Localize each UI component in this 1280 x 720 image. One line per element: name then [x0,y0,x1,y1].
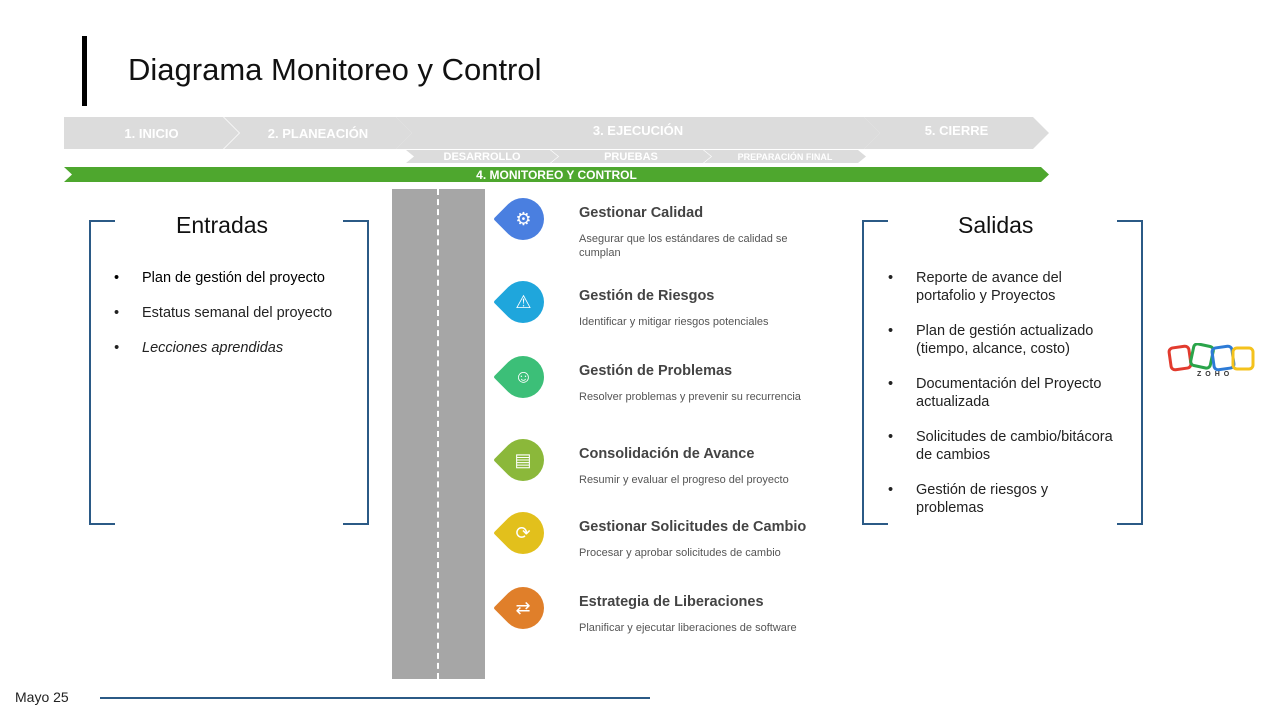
step-title: Gestión de Problemas [579,363,733,379]
phase-inicio: 1. INICIO [64,117,239,149]
salida-item: Solicitudes de cambio/bitácora de cambio… [888,428,1118,464]
phase-cierre: 5. CIERRE [864,117,1049,149]
step-title: Gestionar Solicitudes de Cambio [579,519,807,535]
release-icon: ⇄ [493,578,553,638]
salidas-heading: Salidas [958,212,1034,238]
entradas-heading: Entradas [176,212,269,238]
step-description: Procesar y aprobar solicitudes de cambio [579,547,781,559]
entrada-item: Plan de gestión del proyecto [114,269,354,287]
change-request-icon: ⟳ [493,503,553,563]
process-step: ⚙ Gestionar Calidad Asegurar que los est… [493,189,828,268]
salida-item: Documentación del Proyecto actualizada [888,375,1118,411]
zoho-logo: ZOHO [1167,342,1257,383]
bracket-left [862,220,888,525]
step-title: Consolidación de Avance [579,446,755,462]
process-step: ⇄ Estrategia de Liberaciones Planificar … [493,578,828,657]
step-description: Planificar y ejecutar liberaciones de so… [579,622,797,634]
title-bar [82,36,87,106]
phase-monitoreo: 4. MONITOREO Y CONTROL [64,167,1049,182]
gear-check-icon: ⚙ [493,189,553,249]
logo-text: ZOHO [1197,371,1234,378]
bracket-right [1117,220,1143,525]
report-icon: ▤ [493,430,553,490]
step-description: Asegurar que los estándares de calidad s… [579,233,788,259]
entradas-list: Plan de gestión del proyecto Estatus sem… [114,269,354,357]
step-title: Estrategia de Liberaciones [579,594,764,610]
person-icon: ☺ [493,347,553,407]
phase-ejecucion: 3. EJECUCIÓN [396,117,880,149]
process-step: ☺ Gestión de Problemas Resolver problema… [493,347,828,426]
salida-item: Reporte de avance del portafolio y Proye… [888,269,1118,305]
step-title: Gestión de Riesgos [579,288,715,304]
salidas-list: Reporte de avance del portafolio y Proye… [888,269,1118,517]
salida-item: Plan de gestión actualizado (tiempo, alc… [888,322,1118,358]
step-description: Resolver problemas y prevenir su recurre… [579,391,801,403]
subphase-pruebas: PRUEBAS [551,150,711,163]
process-step: ⟳ Gestionar Solicitudes de Cambio Proces… [493,503,828,582]
bracket-right [343,220,369,525]
step-description: Resumir y evaluar el progreso del proyec… [579,474,789,486]
subphase-desarrollo: DESARROLLO [406,150,558,163]
warning-icon: ⚠ [493,272,553,332]
step-description: Identificar y mitigar riesgos potenciale… [579,316,769,328]
process-step: ▤ Consolidación de Avance Resumir y eval… [493,430,828,509]
entrada-item: Lecciones aprendidas [114,339,354,357]
footer-line [100,697,650,699]
road-divider [437,189,439,679]
entrada-item: Estatus semanal del proyecto [114,304,354,322]
bracket-left [89,220,115,525]
process-step: ⚠ Gestión de Riesgos Identificar y mitig… [493,272,828,351]
page-title: Diagrama Monitoreo y Control [128,52,542,87]
footer-date: Mayo 25 [15,689,69,705]
phase-planeacion: 2. PLANEACIÓN [224,117,412,149]
subphase-preparacion: PREPARACIÓN FINAL [704,150,866,163]
step-title: Gestionar Calidad [579,205,704,221]
salida-item: Gestión de riesgos y problemas [888,481,1118,517]
